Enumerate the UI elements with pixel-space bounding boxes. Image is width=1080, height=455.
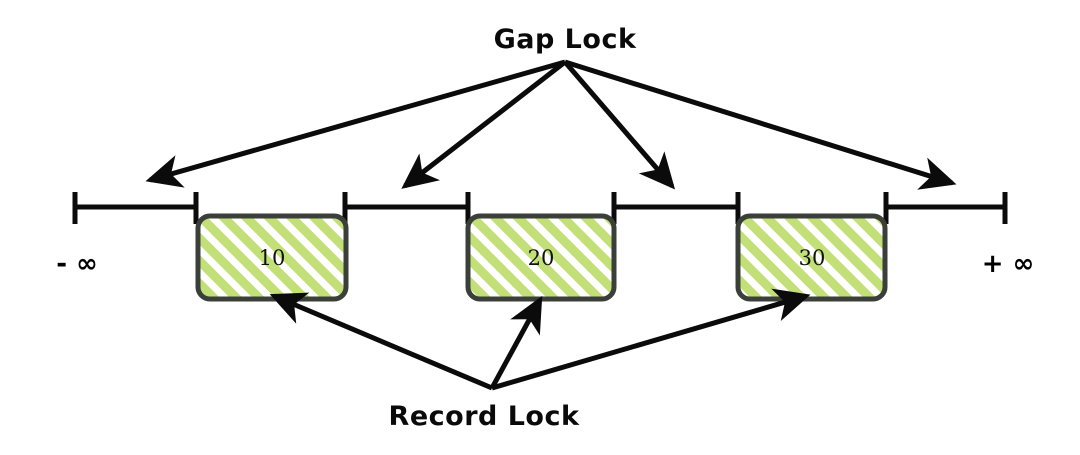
record-box-20-label: 20 (528, 246, 555, 270)
gap-lock-arrows (145, 59, 957, 190)
gap-lock-title: Gap Lock (494, 24, 637, 55)
record-box-30-label: 30 (799, 246, 826, 270)
record-lock-title: Record Lock (389, 401, 580, 432)
record-lock-arrow-2 (489, 295, 543, 390)
axis-tick-marks (72, 192, 1008, 224)
gap-lock-arrow-2 (401, 60, 567, 189)
record-box-20-fill (468, 216, 614, 299)
record-box-30-fill (738, 216, 885, 299)
gap-lock-arrow-1 (145, 59, 566, 188)
record-box-20: 20 (465, 213, 617, 302)
record-box-10: 10 (195, 213, 349, 302)
record-box-10-label: 10 (259, 246, 286, 270)
record-box-10-fill (198, 216, 346, 299)
record-lock-arrows (269, 288, 811, 391)
gap-lock-arrow-4 (564, 59, 957, 190)
record-box-30-border (735, 213, 888, 302)
positive-infinity-label: + ∞ (982, 249, 1035, 279)
record-box-30: 30 (735, 213, 888, 302)
negative-infinity-label: - ∞ (56, 249, 98, 279)
record-lock-arrow-1 (269, 292, 493, 391)
gap-lock-arrow-3 (563, 60, 676, 190)
record-lock-arrow-3 (491, 288, 811, 391)
